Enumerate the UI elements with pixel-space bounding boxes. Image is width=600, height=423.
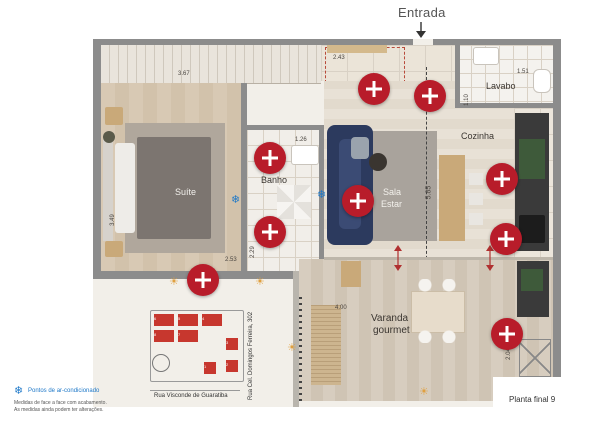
lavabo-toilet: [533, 69, 551, 93]
ac-snowflake-icon-2: ❄: [317, 189, 327, 201]
bed: [103, 135, 211, 241]
legend-note-2: As medidas ainda podem ter alterações.: [14, 407, 104, 413]
key-plan-unit[interactable]: 6: [154, 314, 174, 326]
varanda-divider: [324, 257, 553, 260]
entrance-arrow-icon: [414, 22, 428, 38]
bed-headboard: [103, 135, 113, 241]
room-label-sala-line2: Estar: [381, 199, 403, 209]
key-plan-unit[interactable]: 7: [178, 330, 198, 342]
wall-lavabo-left: [455, 39, 460, 107]
plant-icon: [103, 131, 115, 143]
hotspot-kitchen-side[interactable]: [490, 223, 522, 255]
ac-snowflake-icon: ❄: [231, 194, 241, 206]
bed-pillows: [115, 143, 135, 233]
room-label-cozinha: Cozinha: [461, 131, 495, 141]
legend-title: Pontos de ar-condicionado: [28, 388, 100, 394]
sun-icon-2: ☀: [255, 276, 265, 288]
varanda-railing: [299, 295, 302, 401]
wall-right: [553, 39, 561, 377]
key-plan: 6 5 4 8 7 3 2 1 Rua Visconde de Guaratib…: [146, 300, 266, 408]
wall-banho-top: [241, 125, 323, 130]
hotspot-varanda[interactable]: [491, 318, 523, 350]
room-label-varanda-line2: gourmet: [373, 325, 410, 336]
legend: ❄ Pontos de ar-condicionado Medidas de f…: [14, 386, 174, 420]
double-arrow-icon: [393, 245, 403, 271]
coffee-table: [369, 153, 387, 171]
varanda-cabinet: [341, 261, 361, 287]
room-label-lavabo: Lavabo: [486, 81, 516, 91]
sun-icon: ☀: [169, 276, 179, 288]
hotspot-corridor[interactable]: [254, 216, 286, 248]
sun-icon-3: ☀: [287, 342, 297, 354]
wall-banho-right: [319, 125, 324, 271]
sala-dashed-axis: [426, 67, 427, 393]
key-plan-unit[interactable]: 1: [204, 362, 216, 374]
double-arrow-icon-2: [485, 245, 495, 271]
key-plan-street-bar: [150, 390, 240, 391]
key-plan-unit[interactable]: 8: [154, 330, 174, 342]
varanda-grill: [519, 339, 551, 377]
wall-left: [93, 39, 101, 279]
room-label-sala-line1: Sala: [383, 187, 402, 197]
sun-icon-4: ☀: [419, 386, 429, 398]
hotspot-banho[interactable]: [254, 142, 286, 174]
entrance-label: Entrada: [398, 5, 446, 20]
hotspot-sala[interactable]: [342, 185, 374, 217]
key-plan-unit[interactable]: 5: [178, 314, 198, 326]
dim-suite-vertical: 3.49: [109, 214, 116, 226]
dim-lavabo-vertical: 1.10: [463, 94, 470, 106]
plan-label: Planta final 9: [509, 395, 556, 404]
dining-chairs: [415, 279, 459, 343]
shower-drain: [277, 185, 311, 219]
dim-sala-vertical: 5.85: [425, 185, 433, 200]
hotspot-hall[interactable]: [358, 73, 390, 105]
key-plan-unit[interactable]: 3: [226, 338, 238, 350]
kitchen-cooktop: [519, 215, 545, 243]
varanda-plants: [521, 269, 543, 291]
dim-hall: 2.43: [333, 55, 345, 61]
armchair: [351, 137, 369, 159]
nightstand-bottom: [105, 241, 123, 257]
street-horizontal-label: Rua Visconde de Guaratiba: [154, 393, 228, 399]
dim-banho: 1.26: [295, 137, 307, 143]
dim-suite-bottom: 2.53: [225, 257, 237, 263]
banho-sink: [291, 145, 319, 165]
street-vertical-label: Rua Cel. Domingos Ferreira, 302: [248, 311, 254, 400]
plan-notch: [493, 377, 561, 407]
hotspot-cozinha[interactable]: [486, 163, 518, 195]
kitchen-plants: [519, 139, 545, 179]
dim-varanda: 4.00: [335, 305, 347, 311]
dim-lavabo: 1.51: [517, 69, 529, 75]
dim-wardrobe: 3.67: [178, 71, 190, 77]
wall-top-right: [433, 39, 561, 45]
hotspot-suite-window[interactable]: [187, 264, 219, 296]
compass-icon: [152, 354, 170, 372]
wall-top-left: [93, 39, 413, 45]
room-label-banho: Banho: [261, 175, 288, 185]
room-label-varanda-line1: Varanda: [371, 313, 409, 324]
island-stools: [469, 169, 483, 225]
kitchen-island: [439, 155, 465, 241]
lavabo-sink: [473, 47, 499, 65]
ac-snowflake-icon-legend: ❄: [14, 385, 24, 397]
dim-banho-vertical: 2.29: [249, 246, 256, 258]
wall-suite-banho: [241, 83, 247, 271]
bed-blanket: [137, 137, 211, 239]
key-plan-unit[interactable]: 2: [226, 360, 238, 372]
room-label-suite: Suíte: [175, 187, 197, 197]
nightstand-top: [105, 107, 123, 125]
hotspot-entrance[interactable]: [414, 80, 446, 112]
hall-cabinet: [327, 45, 387, 53]
wall-varanda-left: [293, 271, 299, 407]
key-plan-outline: [150, 310, 244, 382]
wall-lavabo-bottom: [455, 103, 553, 108]
legend-note-1: Medidas de face a face com acabamento.: [14, 400, 107, 406]
varanda-bench: [311, 305, 341, 385]
wardrobe: [101, 45, 321, 84]
key-plan-unit[interactable]: 4: [202, 314, 222, 326]
